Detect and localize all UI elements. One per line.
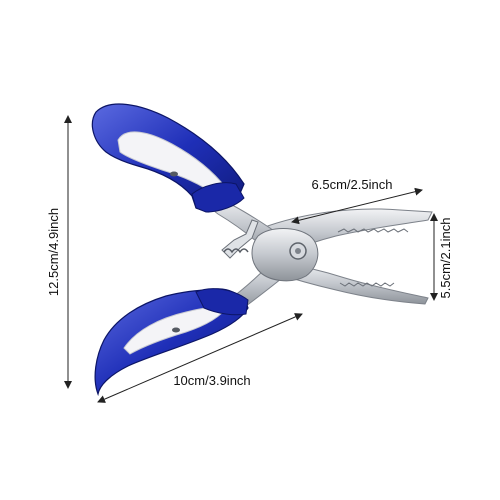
jaw-length-label: 6.5cm/2.5inch: [312, 177, 393, 192]
upper-jaw-teeth: [337, 228, 409, 233]
overall-length-label: 12.5cm/4.9inch: [46, 208, 61, 296]
spring-lock: [221, 219, 259, 259]
pivot-bolt-center: [295, 248, 301, 254]
spring-coil: [223, 248, 249, 254]
jaw-width-label: 5.5cm/2.1inch: [438, 218, 453, 299]
handle-span-line: [97, 313, 303, 403]
pivot-plate: [251, 228, 319, 282]
jaw-length-line: [291, 187, 423, 225]
lower-jaw-teeth: [339, 282, 395, 287]
lower-grip-hole: [172, 327, 180, 333]
fishing-pliers-icon: [91, 103, 433, 397]
upper-handle-cap: [191, 182, 245, 213]
upper-grip-hole: [170, 171, 178, 177]
lower-jaw: [271, 261, 429, 305]
handle-span-label: 10cm/3.9inch: [173, 373, 250, 388]
